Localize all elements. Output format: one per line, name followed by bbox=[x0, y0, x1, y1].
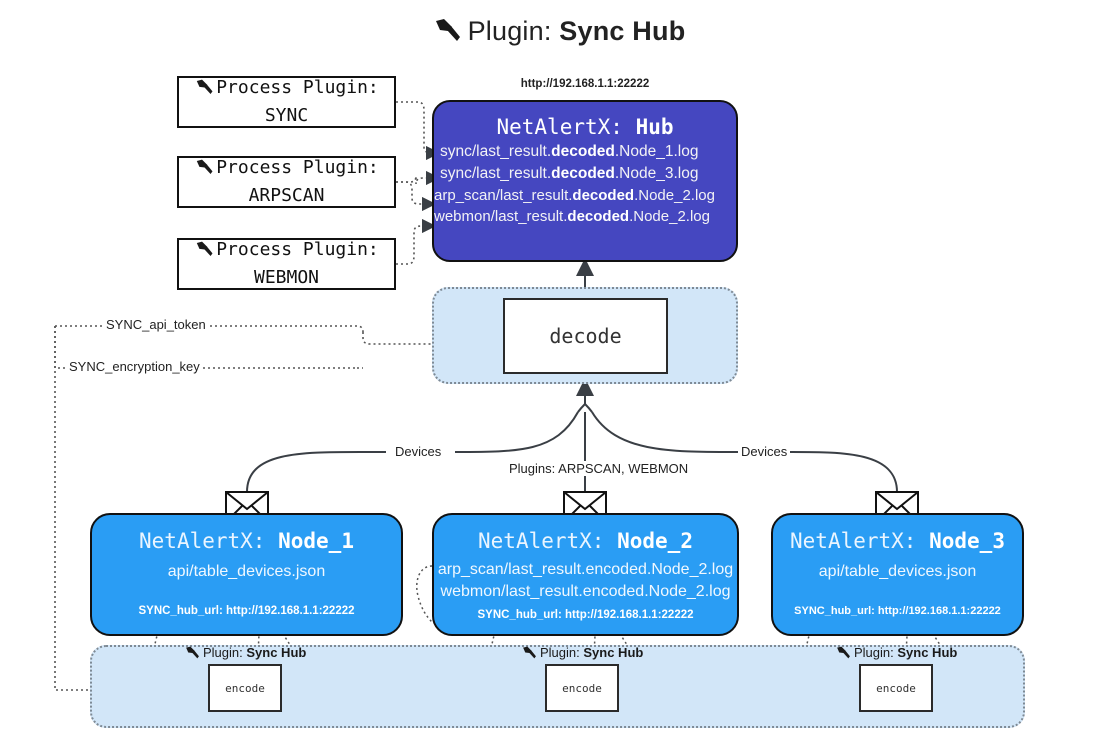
edge-label-devices-right: Devices bbox=[738, 444, 791, 459]
node-title-prefix: NetAlertX: bbox=[139, 529, 266, 553]
caption-strong: Sync Hub bbox=[246, 645, 307, 660]
node-title-prefix: NetAlertX: bbox=[478, 529, 605, 553]
log-suffix: .Node_2.log bbox=[634, 187, 715, 204]
log-strong: decoded bbox=[551, 165, 615, 182]
edge-label-devices-left: Devices bbox=[392, 444, 445, 459]
hub-log-line: sync/last_result.decoded.Node_3.log bbox=[440, 165, 736, 183]
log-prefix: arp_scan/last_result. bbox=[434, 187, 573, 204]
process-plugin-webmon[interactable]: Process Plugin: WEBMON bbox=[177, 238, 396, 290]
hub-card[interactable]: NetAlertX: Hub sync/last_result.decoded.… bbox=[432, 100, 738, 262]
node-title: NetAlertX: Node_1 bbox=[92, 529, 401, 553]
encode-box-1[interactable]: encode bbox=[208, 664, 282, 712]
decode-box[interactable]: decode bbox=[503, 298, 668, 374]
hub-log-line: webmon/last_result.decoded.Node_2.log bbox=[434, 208, 736, 225]
log-strong: decoded bbox=[572, 187, 635, 204]
process-plugin-name: WEBMON bbox=[253, 266, 320, 288]
process-plugin-arpscan[interactable]: Process Plugin: ARPSCAN bbox=[177, 156, 396, 208]
process-plugin-name: ARPSCAN bbox=[248, 184, 325, 206]
log-suffix: .Node_1.log bbox=[614, 143, 699, 160]
hub-title: NetAlertX: Hub bbox=[434, 115, 736, 139]
caption-strong: Sync Hub bbox=[583, 645, 644, 660]
node-hub-url: SYNC_hub_url: http://192.168.1.1:22222 bbox=[138, 605, 355, 617]
node-resource-line: arp_scan/last_result.encoded.Node_2.log bbox=[437, 561, 734, 578]
log-prefix: sync/last_result. bbox=[440, 143, 552, 160]
node-resource-line: api/table_devices.json bbox=[167, 563, 326, 580]
page-title: Plugin: Sync Hub bbox=[0, 16, 1117, 51]
log-strong: decoded bbox=[551, 143, 615, 160]
log-prefix: sync/last_result. bbox=[440, 165, 552, 182]
node-title-prefix: NetAlertX: bbox=[790, 529, 917, 553]
plug-icon bbox=[835, 646, 851, 663]
process-plugin-name: SYNC bbox=[264, 104, 309, 126]
process-plugin-label: Process Plugin: bbox=[216, 239, 379, 261]
log-suffix: .Node_2.log bbox=[629, 208, 710, 225]
hub-title-strong: Hub bbox=[635, 115, 674, 139]
node-card-node-3[interactable]: NetAlertX: Node_3 api/table_devices.json… bbox=[771, 513, 1024, 636]
node-resource-line: webmon/last_result.encoded.Node_2.log bbox=[440, 583, 731, 600]
encode-box-2[interactable]: encode bbox=[545, 664, 619, 712]
caption-strong: Sync Hub bbox=[897, 645, 958, 660]
title-prefix: Plugin: bbox=[467, 16, 552, 46]
envelope-icon bbox=[875, 491, 919, 528]
hub-log-line: sync/last_result.decoded.Node_1.log bbox=[440, 143, 736, 161]
decode-label: decode bbox=[549, 324, 622, 348]
plug-icon bbox=[194, 241, 214, 265]
title-strong: Sync Hub bbox=[559, 16, 686, 46]
encode-zone-caption-3: Plugin: Sync Hub bbox=[835, 645, 957, 663]
encode-zone-caption-1: Plugin: Sync Hub bbox=[184, 645, 306, 663]
sync-encryption-key-label: SYNC_encryption_key bbox=[66, 359, 203, 374]
node-hub-url: SYNC_hub_url: http://192.168.1.1:22222 bbox=[477, 609, 694, 621]
node-title-strong: Node_2 bbox=[617, 529, 693, 553]
plug-icon bbox=[432, 18, 462, 51]
caption-prefix: Plugin: bbox=[540, 645, 580, 660]
encode-label: encode bbox=[562, 681, 602, 695]
encode-label: encode bbox=[225, 681, 265, 695]
log-suffix: .Node_3.log bbox=[614, 165, 699, 182]
encode-label: encode bbox=[876, 681, 916, 695]
edge-label-plugins: Plugins: ARPSCAN, WEBMON bbox=[506, 461, 692, 476]
caption-prefix: Plugin: bbox=[203, 645, 243, 660]
log-strong: decoded bbox=[567, 208, 630, 225]
plug-icon bbox=[194, 159, 214, 183]
node-resource-line: api/table_devices.json bbox=[818, 563, 977, 580]
node-hub-url: SYNC_hub_url: http://192.168.1.1:22222 bbox=[794, 605, 1001, 617]
plug-icon bbox=[194, 79, 214, 103]
node-title: NetAlertX: Node_2 bbox=[434, 529, 737, 553]
node-card-node-2[interactable]: NetAlertX: Node_2 arp_scan/last_result.e… bbox=[432, 513, 739, 636]
hub-url-label: http://192.168.1.1:22222 bbox=[520, 78, 650, 90]
encode-zone-caption-2: Plugin: Sync Hub bbox=[521, 645, 643, 663]
plug-icon bbox=[184, 646, 200, 663]
node-title-strong: Node_3 bbox=[929, 529, 1005, 553]
node-title: NetAlertX: Node_3 bbox=[773, 529, 1022, 553]
sync-api-token-label: SYNC_api_token bbox=[103, 317, 209, 332]
hub-log-line: arp_scan/last_result.decoded.Node_2.log bbox=[434, 187, 736, 204]
node-title-strong: Node_1 bbox=[278, 529, 354, 553]
process-plugin-sync[interactable]: Process Plugin: SYNC bbox=[177, 76, 396, 128]
plug-icon bbox=[521, 646, 537, 663]
process-plugin-label: Process Plugin: bbox=[216, 157, 379, 179]
hub-title-prefix: NetAlertX: bbox=[496, 115, 623, 139]
process-plugin-label: Process Plugin: bbox=[216, 77, 379, 99]
node-card-node-1[interactable]: NetAlertX: Node_1 api/table_devices.json… bbox=[90, 513, 403, 636]
log-prefix: webmon/last_result. bbox=[434, 208, 568, 225]
caption-prefix: Plugin: bbox=[854, 645, 894, 660]
encode-box-3[interactable]: encode bbox=[859, 664, 933, 712]
